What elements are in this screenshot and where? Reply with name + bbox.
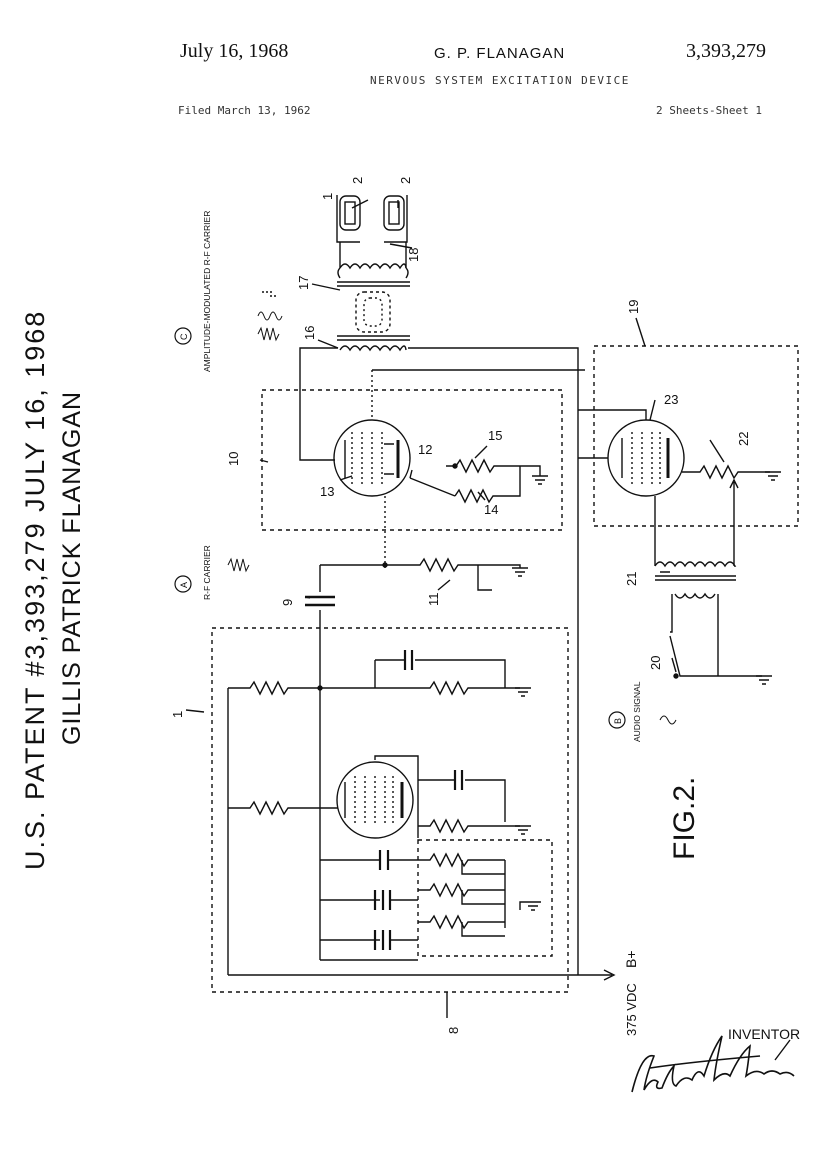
supply-voltage: 375 VDC: [624, 983, 639, 1036]
waveform-b-label: AUDIO SIGNAL: [632, 681, 642, 742]
inventor-name-header: G. P. FLANAGAN: [434, 45, 566, 62]
ref-20: 20: [648, 656, 663, 670]
oscillator-tube: [336, 761, 414, 839]
ref-19: 19: [626, 300, 641, 314]
waveform-b-tag: B: [613, 718, 623, 724]
module-19-box: [593, 345, 799, 527]
patent-date: July 16, 1968: [180, 40, 289, 62]
electrode-pair: [336, 195, 408, 243]
patent-title: NERVOUS SYSTEM EXCITATION DEVICE: [370, 74, 630, 87]
filed-date: Filed March 13, 1962: [178, 104, 311, 117]
ref-15: 15: [488, 428, 502, 443]
ref-16: 16: [302, 326, 317, 340]
ref-23: 23: [664, 392, 678, 407]
ref-9: 9: [280, 599, 295, 606]
ref-8: 8: [446, 1027, 461, 1034]
ref-21: 21: [624, 572, 639, 586]
module-8-box: [417, 839, 553, 957]
waveform-c-label: AMPLITUDE-MODULATED R-F CARRIER: [202, 211, 212, 372]
ref-10: 10: [226, 452, 241, 466]
ref-13: 13: [320, 484, 334, 499]
ref-18: 18: [406, 248, 421, 262]
ref-2-right: 2: [398, 177, 413, 184]
ref-1-block: 1: [170, 711, 185, 718]
ref-1-left: 1: [320, 193, 335, 200]
waveform-a-tag: A: [179, 582, 189, 588]
module-1-box: [211, 627, 569, 993]
ref-22: 22: [736, 432, 751, 446]
ref-14: 14: [484, 502, 498, 517]
waveform-a-label: R-F CARRIER: [202, 545, 212, 600]
ref-11: 11: [426, 593, 441, 607]
figure-label: FIG.2.: [668, 777, 701, 860]
patent-number: 3,393,279: [686, 40, 766, 62]
supply-label: B+: [623, 950, 639, 968]
tube-23: [607, 419, 685, 497]
inventor-signature: [631, 1035, 795, 1093]
ref-2-left: 2: [350, 177, 365, 184]
ref-12: 12: [418, 442, 432, 457]
transformer-17: [337, 242, 410, 287]
waveform-c-tag: C: [179, 333, 189, 340]
tube-13: [333, 419, 411, 497]
transformer-16: [337, 335, 410, 352]
sheet-count: 2 Sheets-Sheet 1: [656, 104, 762, 117]
inventor-label: INVENTOR: [728, 1026, 801, 1042]
ref-17: 17: [296, 276, 311, 290]
